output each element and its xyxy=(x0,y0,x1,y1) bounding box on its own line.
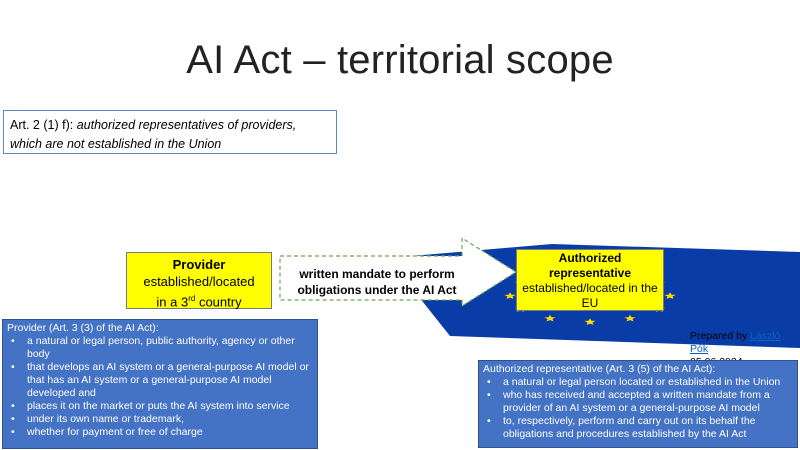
authorized-representative-box: Authorized representative established/lo… xyxy=(516,249,664,311)
ar-definition-box: Authorized representative (Art. 3 (5) of… xyxy=(478,360,798,448)
provider-line2: in a 3rd country xyxy=(156,294,242,310)
provider-definition-item: a natural or legal person, public author… xyxy=(11,335,313,361)
provider-definition-item: whether for payment or free of charge xyxy=(11,426,313,439)
provider-heading: Provider xyxy=(172,257,226,272)
ar-definition-item: to, respectively, perform and carry out … xyxy=(487,415,793,441)
provider-definition-item: that develops an AI system or a general-… xyxy=(11,361,313,400)
star-icon xyxy=(624,314,636,322)
ar-definition-list: a natural or legal person located or est… xyxy=(483,376,793,441)
star-icon xyxy=(664,292,676,299)
ar-heading: Authorized representative xyxy=(548,251,632,280)
mandate-arrow-label: written mandate to perform obligations u… xyxy=(297,267,457,297)
article-ref: Art. 2 (1) f): xyxy=(10,118,74,132)
provider-definition-list: a natural or legal person, public author… xyxy=(7,335,313,439)
author-link[interactable]: László Pók xyxy=(690,330,781,355)
provider-definition-item: under its own name or trademark, xyxy=(11,413,313,426)
page-title: AI Act – territorial scope xyxy=(186,38,614,82)
dashed-arrow-icon xyxy=(279,236,518,308)
provider-line1: established/located xyxy=(143,274,255,289)
provider-definition-item: places it on the market or puts the AI s… xyxy=(11,400,313,413)
star-icon xyxy=(504,292,516,299)
prepared-by-label: Prepared by xyxy=(690,330,748,342)
star-icon xyxy=(584,318,596,325)
provider-definition-box: Provider (Art. 3 (3) of the AI Act): a n… xyxy=(2,319,318,449)
provider-definition-heading: Provider (Art. 3 (3) of the AI Act): xyxy=(7,322,159,334)
ar-definition-heading: Authorized representative (Art. 3 (5) of… xyxy=(483,363,716,375)
ar-definition-item: a natural or legal person located or est… xyxy=(487,376,793,389)
ar-line1: established/located in the EU xyxy=(522,281,658,310)
article-reference-box: Art. 2 (1) f): authorized representative… xyxy=(3,110,337,154)
provider-box: Provider established/located in a 3rd co… xyxy=(126,252,272,309)
ar-definition-item: who has received and accepted a written … xyxy=(487,389,793,415)
star-icon xyxy=(544,314,556,322)
article-text: authorized representatives of providers,… xyxy=(10,118,297,151)
